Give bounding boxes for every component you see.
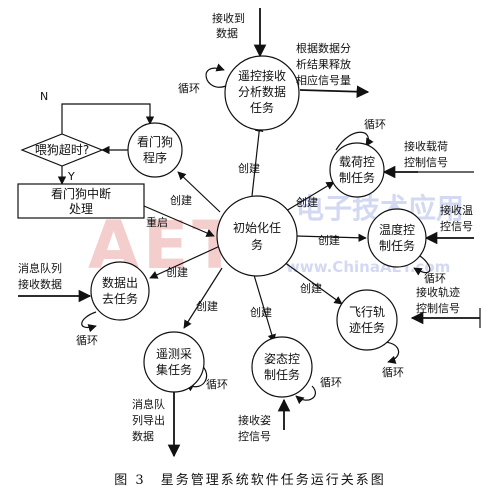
label-payload-in-1: 接收载荷 [404,139,448,153]
node-flight-line1: 飞行轨 [349,305,385,319]
node-init: 初始化任 务 [216,195,298,277]
node-dataout-line1: 数据出 [102,275,138,290]
label-release-3: 相应信号量 [296,73,351,87]
label-loop-payload: 循环 [364,118,386,131]
node-remote-line1: 遥控接收 [238,68,286,83]
label-queue-in-2: 接收数据 [18,277,62,291]
node-watchdog-line2: 程序 [143,150,167,165]
node-flight: 飞行轨 迹任务 [336,289,398,351]
signal-labels: 接收到 数据 根据数据分 析结果释放 相应信号量 接收载荷 控制信号 接收温 控… [18,11,473,443]
box-isr: 看门狗中断 处理 [17,183,145,219]
node-payload-line1: 载荷控 [339,155,375,169]
box-isr-line2: 处理 [69,202,93,216]
node-telemetry: 遥测采 集任务 [143,331,205,393]
node-init-line1: 初始化任 [233,221,281,235]
connectors [18,8,481,458]
label-recv-data-2: 数据 [216,26,238,40]
decision-timeout: 喂狗超时? [20,133,104,167]
label-queue-out-2: 列导出 [132,413,165,427]
node-attitude: 姿态控 制任务 [251,336,313,398]
label-create-dataout: 创建 [166,265,188,279]
edge-labels: 创建 创建 创建 创建 创建 创建 创建 创建 重启 N Y 循环 循环 循环 … [40,82,446,391]
node-attitude-line1: 姿态控 [264,352,300,366]
node-watchdog-line1: 看门狗 [137,134,173,149]
label-release-1: 根据数据分 [296,41,351,55]
label-loop-dataout: 循环 [76,334,98,347]
node-dataout-line2: 去任务 [102,291,138,306]
label-release-2: 析结果释放 [296,57,351,71]
node-watchdog: 看门狗 程序 [127,122,183,178]
node-temp-line2: 制任务 [379,238,415,253]
label-restart: 重启 [146,215,168,229]
label-queue-out-3: 数据 [132,429,154,443]
label-create-remote: 创建 [238,161,260,175]
label-attitude-in-1: 接收姿 [238,413,271,427]
label-loop-temp: 循环 [424,272,446,285]
node-dataout: 数据出 去任务 [90,261,150,321]
node-payload-line2: 制任务 [339,170,375,185]
label-flight-in-2: 控制信号 [416,301,460,315]
node-telemetry-line1: 遥测采 [156,347,192,361]
node-attitude-line2: 制任务 [264,367,300,382]
label-create-temp: 创建 [318,233,340,247]
label-create-telemetry: 创建 [196,299,218,313]
label-queue-out-1: 消息队 [132,397,165,411]
label-Y: Y [67,170,75,183]
node-init-line2: 务 [251,237,263,252]
node-temp-line1: 温度控 [379,222,415,237]
node-temp: 温度控 制任务 [367,208,427,268]
box-isr-line1: 看门狗中断 [51,186,111,201]
label-queue-in-1: 消息队列 [18,261,62,275]
label-loop-flight: 循环 [382,366,404,379]
node-payload: 载荷控 制任务 [329,142,385,198]
node-remote-line2: 分析数据 [238,84,286,99]
label-payload-in-2: 控制信号 [404,155,448,169]
label-create-payload: 创建 [296,195,318,209]
figure-caption: 图 3 星务管理系统软件任务运行关系图 [114,472,385,488]
label-create-flight: 创建 [300,281,322,295]
label-temp-in-1: 接收温 [440,203,473,217]
node-flight-line2: 迹任务 [349,320,385,335]
label-loop-telemetry: 循环 [206,378,228,391]
node-telemetry-line2: 集任务 [156,362,192,377]
label-create-attitude: 创建 [250,305,272,319]
node-remote: 遥控接收 分析数据 任务 [224,55,300,131]
label-loop-attitude: 循环 [320,376,342,389]
label-recv-data-1: 接收到 [212,11,245,25]
decision-timeout-label: 喂狗超时? [35,142,89,157]
node-remote-line3: 任务 [250,100,274,115]
label-loop-remote: 循环 [178,82,200,95]
label-N: N [40,90,48,103]
label-attitude-in-2: 控信号 [238,429,271,443]
label-temp-in-2: 控信号 [440,219,473,233]
label-flight-in-1: 接收轨迹 [416,285,460,299]
label-create-watchdog: 创建 [170,193,192,207]
